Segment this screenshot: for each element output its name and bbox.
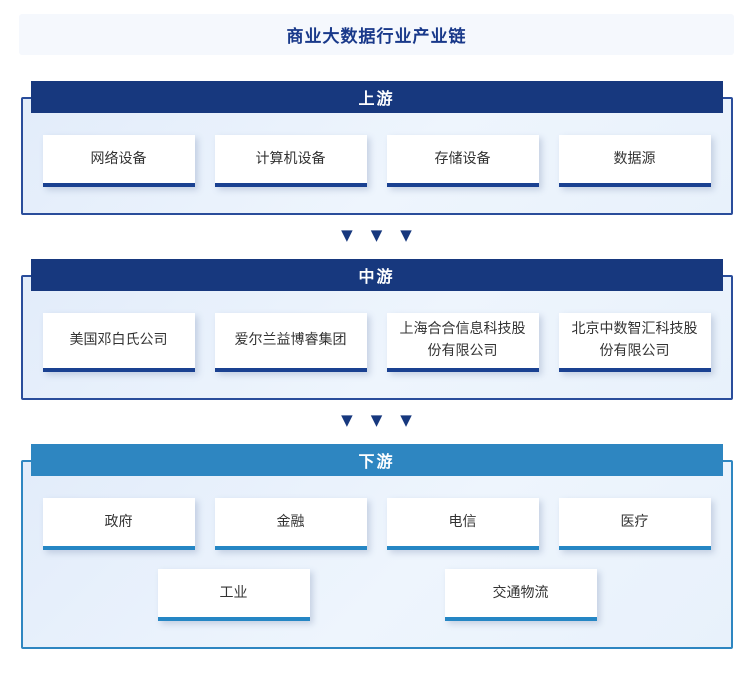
section-downstream: 下游 政府金融电信医疗 工业 交通物流 [20, 443, 733, 649]
chain-node-card: 网络设备 [42, 135, 195, 187]
chain-node-card: 工业 [157, 568, 310, 621]
chain-node-card: 北京中数智汇科技股份有限公司 [558, 313, 711, 372]
section-header-midstream: 中游 [30, 259, 723, 291]
section-header-label: 下游 [358, 451, 395, 471]
chain-node-card: 数据源 [558, 135, 711, 187]
card-row: 政府金融电信医疗 [23, 497, 731, 550]
chain-node-card: 计算机设备 [214, 135, 367, 187]
card-row: 美国邓白氏公司爱尔兰益博睿集团上海合合信息科技股份有限公司北京中数智汇科技股份有… [23, 313, 731, 372]
chain-node-card: 医疗 [558, 497, 711, 550]
chain-node-card: 存储设备 [386, 135, 539, 187]
section-panel-midstream: 美国邓白氏公司爱尔兰益博睿集团上海合合信息科技股份有限公司北京中数智汇科技股份有… [20, 275, 733, 400]
section-header-downstream: 下游 [30, 443, 723, 476]
page-title: 商业大数据行业产业链 [19, 14, 734, 55]
section-header-label: 上游 [358, 89, 395, 108]
section-panel-upstream: 网络设备计算机设备存储设备数据源 [20, 97, 733, 215]
chain-node-card: 爱尔兰益博睿集团 [214, 313, 367, 372]
triangle-down-icon: ▼ [400, 226, 412, 244]
triangle-down-icon: ▼ [400, 410, 412, 429]
flow-connector: ▼ ▼ ▼ [0, 412, 753, 428]
triangle-down-icon: ▼ [370, 226, 383, 244]
card-row: 网络设备计算机设备存储设备数据源 [23, 135, 731, 187]
section-header-label: 中游 [358, 267, 395, 286]
section-panel-downstream: 政府金融电信医疗 工业 交通物流 [20, 459, 733, 649]
card-row: 工业 交通物流 [23, 568, 731, 621]
triangle-down-icon: ▼ [370, 410, 383, 429]
flow-connector: ▼ ▼ ▼ [0, 227, 753, 243]
page-title-text: 商业大数据行业产业链 [286, 27, 467, 47]
triangle-down-icon: ▼ [341, 226, 353, 244]
chain-node-card: 金融 [214, 497, 367, 550]
section-header-upstream: 上游 [30, 81, 723, 113]
chain-node-card: 交通物流 [444, 568, 597, 621]
chain-node-card: 政府 [42, 497, 195, 550]
chain-node-card: 美国邓白氏公司 [42, 313, 195, 372]
chain-node-card: 上海合合信息科技股份有限公司 [386, 313, 539, 372]
section-upstream: 上游 网络设备计算机设备存储设备数据源 [20, 81, 733, 215]
chain-node-card: 电信 [386, 497, 539, 550]
triangle-down-icon: ▼ [341, 410, 353, 429]
section-midstream: 中游 美国邓白氏公司爱尔兰益博睿集团上海合合信息科技股份有限公司北京中数智汇科技… [20, 259, 733, 400]
